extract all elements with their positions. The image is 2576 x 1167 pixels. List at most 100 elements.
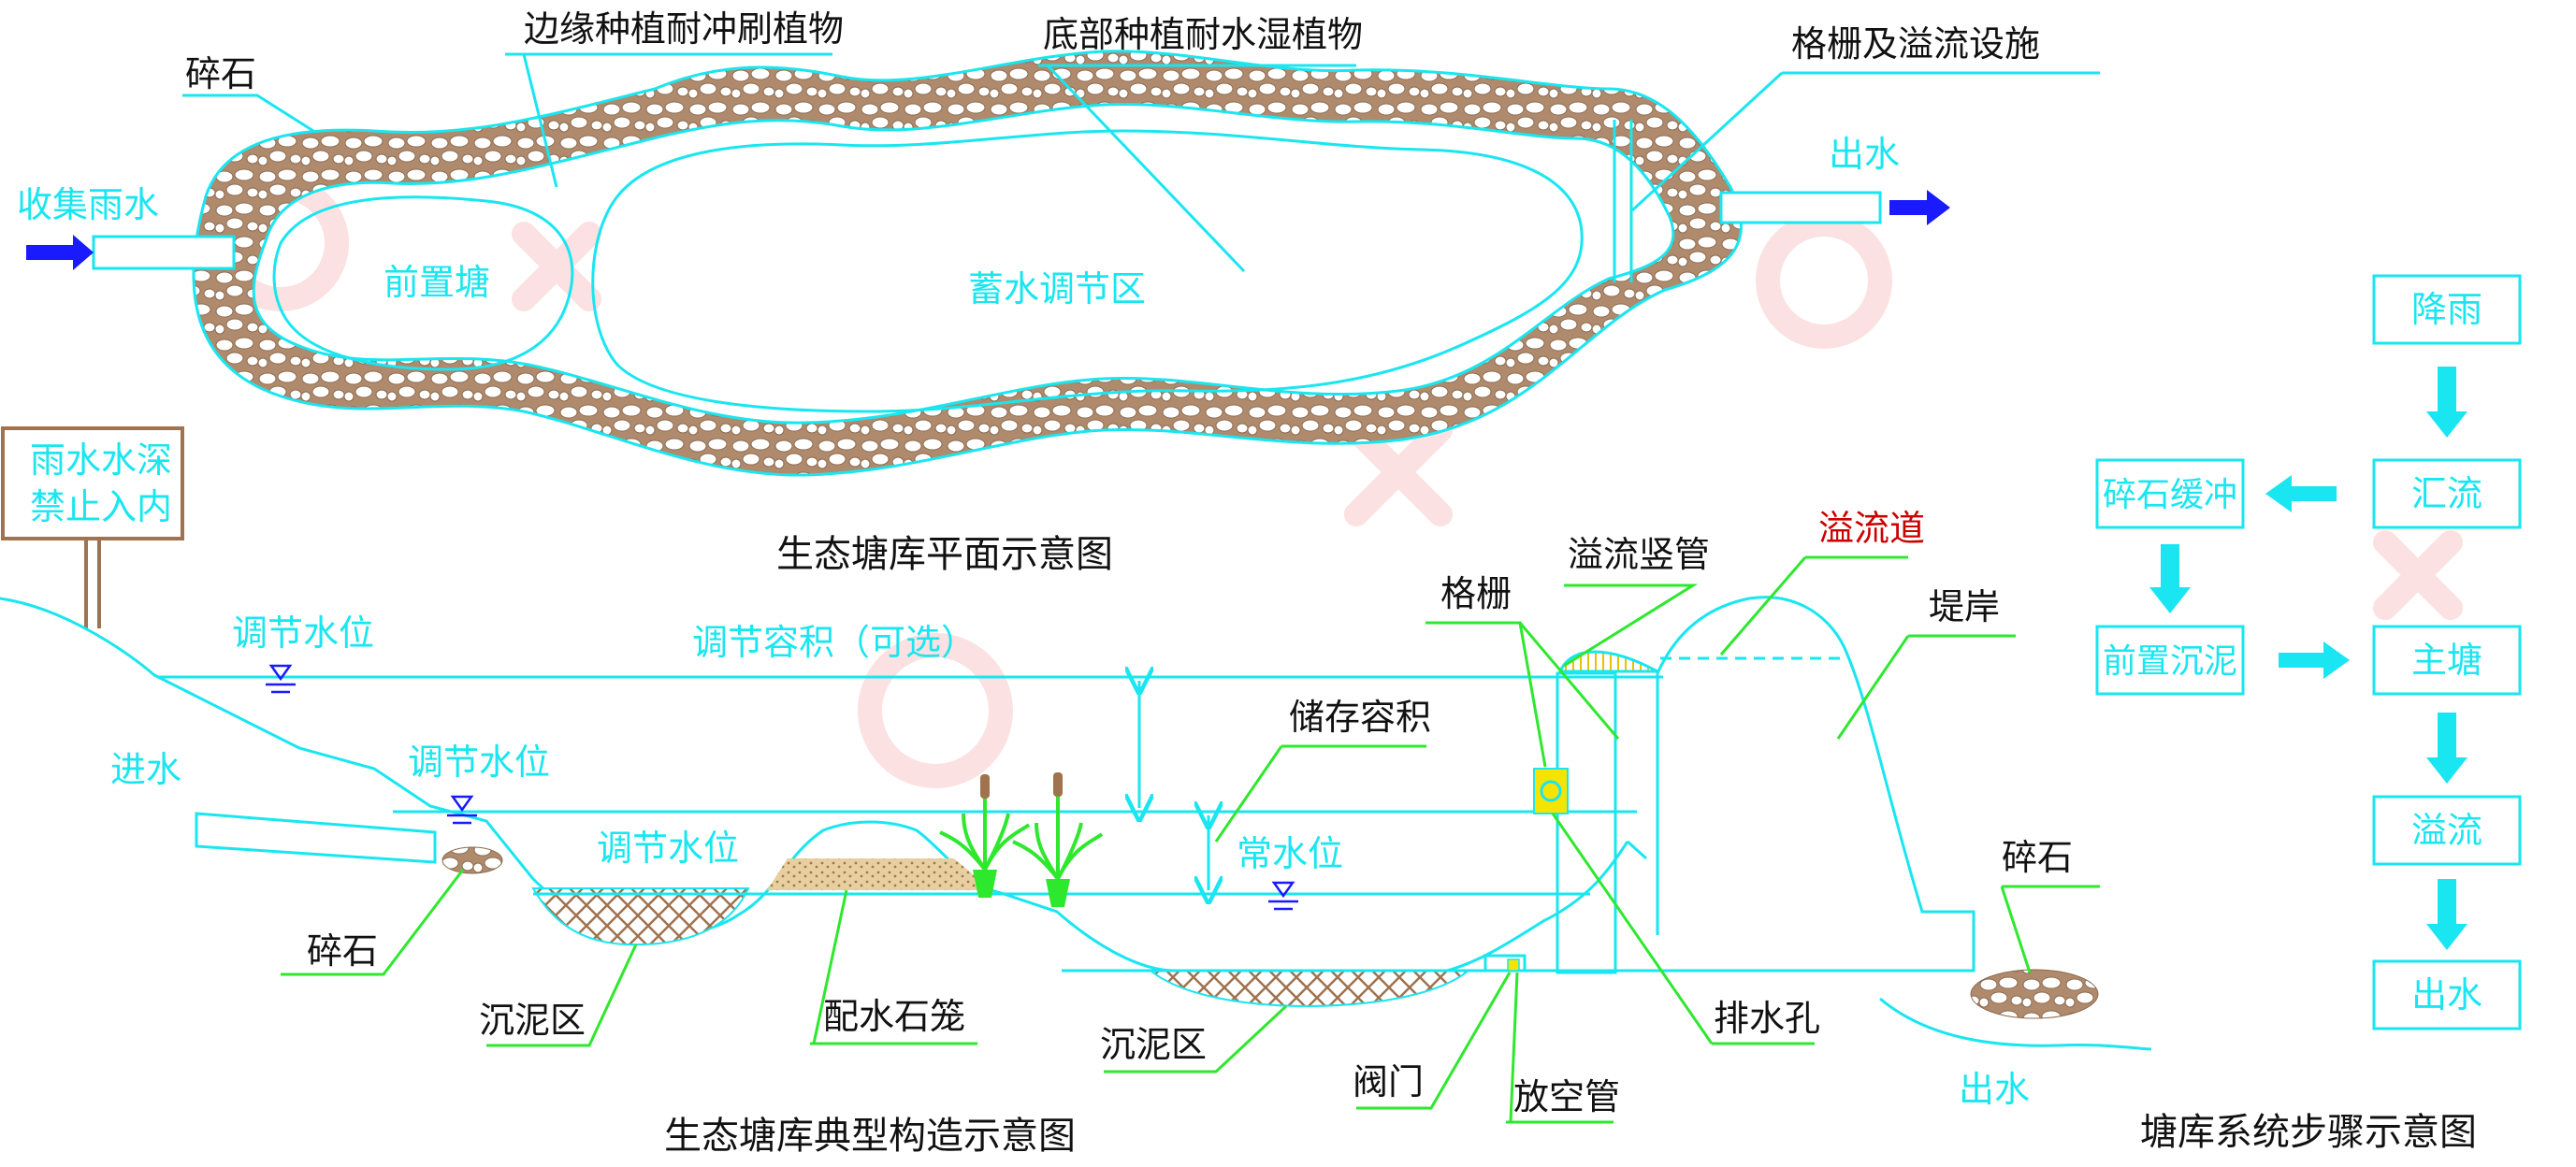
step-gravel-buffer-label: 碎石缓冲	[2103, 476, 2237, 514]
label-drain-pipe: 放空管	[1513, 1076, 1620, 1117]
water-level-symbol-normal-icon	[1268, 881, 1298, 911]
sediment-zone-left	[531, 887, 750, 946]
leader-gravel-left	[281, 869, 465, 976]
water-level-symbol-mid-icon	[447, 795, 477, 825]
gravel-pile-right	[1970, 969, 2099, 1019]
leader-spillway	[1719, 555, 1908, 656]
label-inflow-section: 进水	[110, 749, 181, 790]
flow-arrows	[2149, 367, 2467, 950]
label-spillway: 溢流道	[1818, 508, 1925, 549]
label-sediment-right: 沉泥区	[1100, 1024, 1207, 1065]
label-reg-volume: 调节容积（可选）	[692, 622, 977, 663]
label-reg-level-top: 调节水位	[232, 612, 374, 654]
inflow-pipe	[92, 235, 236, 270]
label-inflow-plan: 收集雨水	[17, 184, 159, 225]
leader-grate-overflow	[1630, 71, 2100, 212]
leader-gabion	[810, 889, 977, 1045]
leader-overflow-riser	[1563, 584, 1699, 668]
warning-sign	[1, 426, 184, 540]
leader-grate	[1425, 621, 1547, 768]
step-outflow-label: 出水	[2411, 974, 2482, 1016]
valve-marker	[1507, 958, 1520, 972]
riser-dome	[1557, 650, 1658, 673]
leader-valve	[1356, 972, 1512, 1110]
arrow-buffer-to-presettle-icon	[2149, 544, 2191, 613]
outflow-arrow-icon	[1889, 190, 1950, 225]
gravel-pile-left	[441, 846, 503, 874]
sediment-zone-right	[1148, 970, 1471, 1008]
sign-text-line1: 雨水水深	[30, 439, 172, 481]
step-overflow-label: 溢流	[2411, 810, 2482, 851]
spillway-overflow-line	[1626, 840, 1648, 860]
flow-chart: 降雨 汇流 碎石缓冲 前置沉泥 主塘 溢流 出水 塘库系统步骤示意图	[2095, 274, 2522, 1154]
cattail-plant-1-icon	[939, 774, 1031, 898]
step-outflow-box	[2372, 959, 2522, 1030]
label-bottom-plants: 底部种植耐水湿植物	[1043, 14, 1363, 55]
label-forebay: 前置塘	[384, 262, 490, 303]
leader-grate-arm	[1518, 622, 1620, 740]
step-rain-label: 降雨	[2411, 289, 2482, 330]
outflow-pipe	[1719, 191, 1882, 224]
step-confluence-label: 汇流	[2411, 473, 2482, 514]
step-confluence-box	[2372, 458, 2522, 529]
plan-view: 碎石 边缘种植耐冲刷植物 底部种植耐水湿植物 格栅及溢流设施 收集雨水 出水 前…	[17, 8, 2100, 576]
leader-gravel-right	[2000, 885, 2100, 973]
section-view: 雨水水深 禁止入内	[0, 426, 2152, 1158]
label-normal-level: 常水位	[1237, 833, 1343, 874]
cattail-plant-2-icon	[1012, 772, 1104, 907]
leader-drain-hole	[1551, 813, 1815, 1045]
drain-hole-marker	[1533, 768, 1569, 814]
label-gravel-left: 碎石	[307, 930, 378, 972]
label-edge-plants: 边缘种植耐冲刷植物	[524, 8, 844, 50]
label-embankment: 堤岸	[1929, 586, 2000, 627]
label-reg-level-mid: 调节水位	[408, 742, 550, 783]
ground-profile	[0, 597, 1629, 974]
gabion-fill	[767, 858, 991, 890]
flow-title: 塘库系统步骤示意图	[2140, 1111, 2477, 1154]
label-reg-level-low: 调节水位	[597, 828, 739, 869]
leader-drain-pipe	[1506, 972, 1614, 1124]
label-grate: 格栅	[1440, 573, 1512, 614]
storage-zone-outline	[591, 129, 1584, 413]
leader-sediment-left	[486, 944, 638, 1047]
leader-gravel	[182, 94, 314, 133]
step-main-pond-box	[2372, 625, 2522, 696]
plan-title: 生态塘库平面示意图	[776, 533, 1113, 576]
label-outflow-section: 出水	[1959, 1069, 2030, 1110]
step-main-pond-label: 主塘	[2411, 640, 2482, 681]
leader-storage	[1214, 744, 1426, 843]
label-sediment-left: 沉泥区	[479, 1000, 586, 1041]
step-overflow-box	[2372, 795, 2522, 866]
water-level-symbol-top-icon	[266, 664, 296, 694]
arrow-overflow-to-outflow-icon	[2426, 879, 2467, 950]
label-overflow-riser: 溢流竖管	[1568, 534, 1710, 575]
forebay-outline	[272, 195, 574, 371]
leader-sediment-right	[1104, 1004, 1288, 1073]
arrow-main-to-overflow-icon	[2426, 713, 2467, 784]
pond-gravel-rim	[192, 50, 1743, 477]
sign-text-line2: 禁止入内	[30, 486, 172, 527]
leader-edge-plants	[505, 52, 832, 188]
inflow-pipe-section	[195, 812, 437, 864]
label-gravel-plan: 碎石	[185, 53, 256, 94]
outflow-channel	[1879, 997, 2152, 1051]
label-gravel-right: 碎石	[2002, 837, 2073, 878]
embankment	[1557, 596, 1975, 972]
step-pre-settle-box	[2095, 625, 2245, 696]
label-storage-volume: 储存容积	[1289, 697, 1431, 738]
section-title: 生态塘库典型构造示意图	[664, 1115, 1076, 1158]
label-storage-zone: 蓄水调节区	[968, 268, 1146, 310]
arrow-confluence-to-buffer-icon	[2265, 475, 2337, 512]
step-gravel-buffer-box	[2095, 458, 2245, 529]
leader-bottom-plants	[1038, 64, 1356, 273]
label-outflow-plan: 出水	[1829, 134, 1900, 175]
arrow-rain-to-confluence-icon	[2426, 367, 2467, 438]
inflow-arrow-icon	[26, 235, 94, 270]
leader-embankment	[1836, 634, 2016, 740]
arrow-presettle-to-main-icon	[2279, 641, 2350, 679]
label-grate-overflow: 格栅及溢流设施	[1791, 23, 2040, 65]
overflow-riser	[1556, 671, 1617, 974]
label-valve: 阀门	[1353, 1061, 1424, 1102]
label-gabion: 配水石笼	[823, 996, 965, 1037]
